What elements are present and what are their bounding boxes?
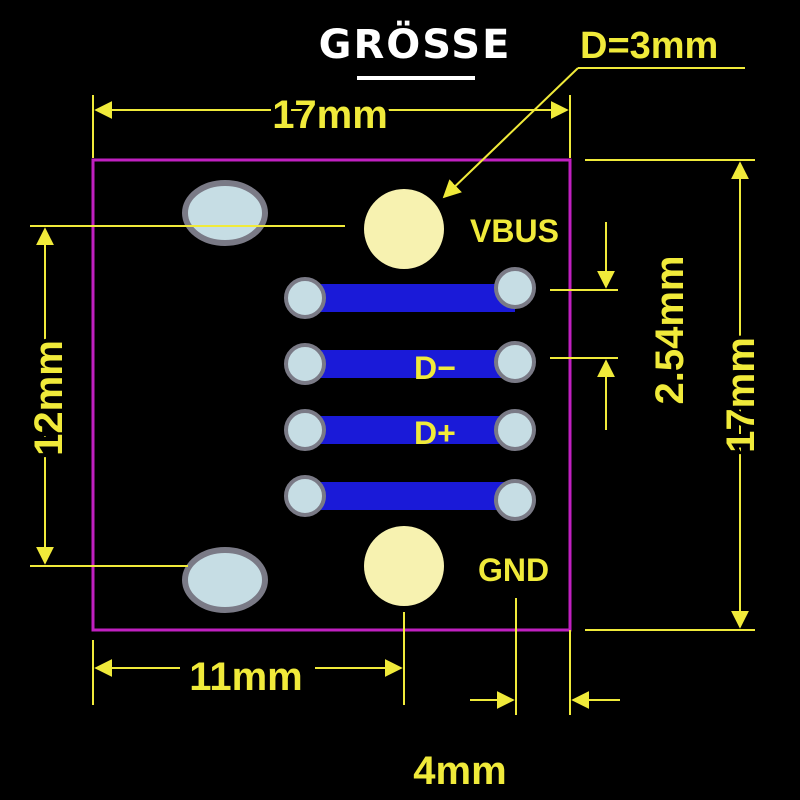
- pad: [494, 267, 536, 309]
- pin-label-gnd: GND: [478, 552, 549, 588]
- pin-label-dplus: D+: [414, 415, 456, 451]
- dim-label-left-height: 12mm: [27, 340, 71, 456]
- mount-pad-bottom: [182, 547, 268, 613]
- pad: [284, 409, 326, 451]
- dim-label-bottom-left: 11mm: [189, 655, 302, 699]
- large-pad-bottom: [364, 526, 444, 606]
- trace-dplus: [310, 416, 515, 444]
- pad: [494, 409, 536, 451]
- pad: [284, 277, 326, 319]
- pads-left: [284, 277, 326, 517]
- leader-arrow-diameter: [442, 67, 579, 199]
- pads-right: [494, 267, 536, 521]
- pin-label-vbus: VBUS: [470, 213, 559, 249]
- trace-gnd: [310, 482, 515, 510]
- pad: [284, 343, 326, 385]
- mount-pad-top: [182, 180, 268, 246]
- pin-label-dminus: D−: [414, 350, 456, 386]
- trace-dminus: [310, 350, 515, 378]
- pad: [284, 475, 326, 517]
- board-outline: [91, 158, 572, 632]
- heading: GRÖSSE: [318, 22, 512, 68]
- pad: [494, 479, 536, 521]
- dim-label-top-width: 17mm: [272, 93, 388, 137]
- trace-vbus: [310, 284, 515, 312]
- pad: [494, 341, 536, 383]
- large-pad-top: [364, 189, 444, 269]
- dim-label-diameter: D=3mm: [580, 25, 718, 67]
- traces: [310, 284, 515, 510]
- dim-label-bottom-right: 4mm: [413, 749, 506, 793]
- heading-underline: [357, 76, 475, 80]
- dim-label-pitch: 2.54mm: [648, 256, 692, 405]
- dim-label-right-height: 17mm: [719, 337, 763, 453]
